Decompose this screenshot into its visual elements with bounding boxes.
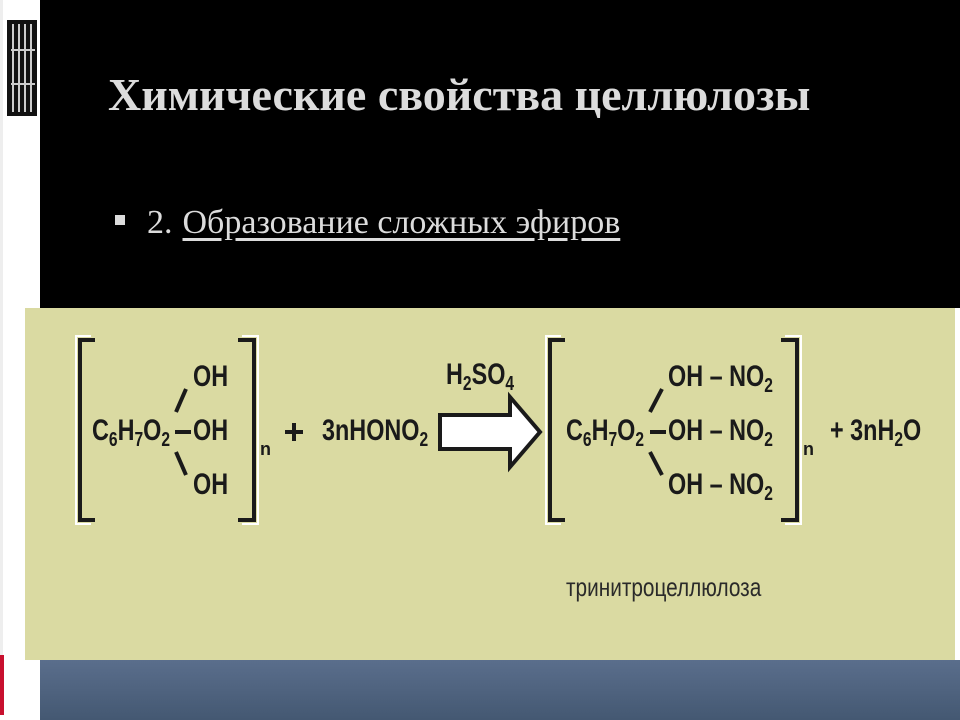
catalyst-formula: H2SO4 [446,358,515,395]
bullet-item: 2. Образование сложных эфиров [115,204,620,242]
slide-title: Химические свойства целлюлозы [108,69,811,120]
slide-header [40,0,960,308]
byproduct-formula: + 3nH2O [830,414,922,451]
subscript-n-right: n [803,439,814,459]
nitrate-group-top: OH – NO2 [668,360,773,397]
product-name-label: тринитроцеллюлоза [566,572,762,602]
hydroxyl-middle-left: OH [193,414,229,447]
hydroxyl-bottom-left: OH [193,468,229,501]
decorative-rule [0,0,3,655]
bullet-number: 2. [147,204,173,241]
decorative-accent [0,655,4,715]
product-core: C6H7O2 [566,414,645,451]
corner-decoration [7,20,37,116]
nitrate-group-middle: OH – NO2 [668,414,773,451]
reactant-core: C6H7O2 [92,414,171,451]
bullet-square-icon [115,215,125,225]
hydroxyl-top-left: OH [193,360,229,393]
bullet-text: Образование сложных эфиров [182,204,621,241]
footer-bar [40,660,960,720]
nitrate-group-bottom: OH – NO2 [668,468,773,505]
subscript-n-left: n [260,439,271,459]
reagent-formula: 3nHONO2 [322,414,429,451]
